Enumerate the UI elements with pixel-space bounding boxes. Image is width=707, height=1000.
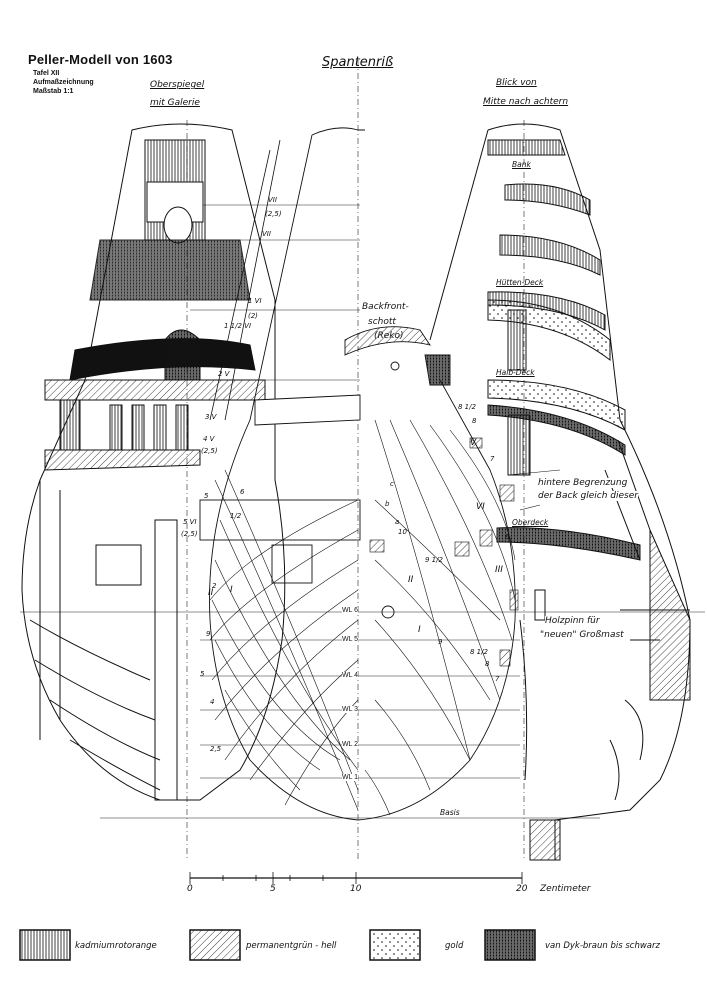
frame-mark: II [408, 575, 414, 585]
frame-mark: VII [262, 230, 271, 238]
scale-bar-graphic [189, 872, 523, 884]
frame-mark: 2,5 [210, 745, 222, 753]
center-lines [186, 60, 525, 860]
label-huetten-deck: Hütten-Deck [496, 278, 544, 287]
frame-mark: 1 1/2 VI [224, 322, 252, 330]
plate-number: Tafel XII [33, 70, 60, 77]
frame-mark: 2 V [218, 370, 230, 378]
frame-mark: 5 [204, 492, 209, 500]
waterline-label: WL 2 [342, 741, 359, 748]
legend-label: gold [445, 941, 464, 951]
section-view [429, 123, 691, 861]
annotation-begrenzung-2: der Back gleich dieser [538, 491, 638, 501]
scale-unit: Zentimeter [540, 884, 591, 894]
waterline-label: WL 6 [342, 607, 359, 614]
frame-mark: III [495, 565, 503, 575]
frame-mark: I [418, 625, 421, 635]
frame-mark: 5 [200, 670, 205, 678]
frame-mark: 7 [490, 455, 495, 463]
frame-mark: 1/2 [230, 512, 242, 520]
legend-label: van Dyk-braun bis schwarz [545, 941, 660, 951]
frame-mark: 7 [495, 675, 500, 683]
scale-tick-5: 5 [270, 884, 276, 894]
frame-mark: VII [268, 196, 277, 204]
frame-mark: (2,5) [265, 210, 282, 218]
frame-mark: 9 1/2 [425, 556, 443, 564]
frame-mark: (2,5) [181, 530, 198, 538]
label-oberdeck: Oberdeck [512, 518, 549, 527]
frame-mark: II [208, 588, 214, 598]
waterline-label: WL 1 [342, 774, 359, 781]
annotation-holzpinn-2: "neuen" Großmast [540, 630, 624, 640]
waterline-label: WL 3 [342, 706, 359, 713]
frame-mark: 1 VI [248, 297, 262, 305]
frame-mark: 5 VI [183, 518, 197, 526]
frame-mark: (2) [248, 312, 258, 320]
frame-mark: 3 V [205, 413, 217, 421]
waterline-label: WL 4 [342, 672, 359, 679]
frame-mark: 6 [505, 533, 510, 541]
stern-view [21, 123, 286, 801]
label-halb-deck: Halb-Deck [496, 368, 535, 377]
annotation-backfront-3: (Reko) [374, 331, 404, 341]
scale-tick-0: 0 [187, 884, 193, 894]
body-plan [199, 127, 519, 821]
frame-mark: 6 [240, 488, 245, 496]
label-bank: Bank [512, 160, 531, 169]
annotation-holzpinn-1: Holzpinn für [545, 616, 600, 626]
section-view-label-1: Blick von [496, 78, 537, 88]
frame-mark: V [470, 438, 477, 448]
drawing-type: Aufmaßzeichnung [33, 79, 94, 86]
waterline-label: WL 5 [342, 636, 359, 643]
frame-mark: b [385, 500, 390, 508]
frame-mark: 8 [472, 417, 477, 425]
legend-label: permanentgrün - hell [246, 941, 337, 951]
frame-mark: 2 [212, 582, 217, 590]
main-title: Spantenriß [322, 55, 394, 70]
frame-mark: 4 V [203, 435, 215, 443]
drawing-scale: Maßstab 1:1 [33, 88, 74, 95]
frame-mark: I [230, 585, 233, 595]
frame-mark: a [395, 518, 400, 526]
annotation-backfront-2: schott [368, 317, 396, 327]
frame-mark: 9 [438, 638, 443, 646]
legend-label: kadmiumrotorange [75, 941, 157, 951]
scale-tick-20: 20 [516, 884, 528, 894]
drawing-title: Peller-Modell von 1603 [28, 52, 173, 67]
scale-tick-10: 10 [350, 884, 362, 894]
stern-view-label-1: Oberspiegel [150, 80, 205, 90]
frame-mark: (2,5) [201, 447, 218, 455]
frame-mark: 9 [206, 630, 211, 638]
annotation-begrenzung-1: hintere Begrenzung [538, 478, 628, 488]
frame-mark: 8 1/2 [458, 403, 476, 411]
frame-mark: 4 [210, 698, 215, 706]
stern-view-label-2: mit Galerie [150, 98, 200, 108]
frame-mark: 8 1/2 [470, 648, 488, 656]
frame-mark: c [390, 480, 394, 488]
frame-mark: 8 [485, 660, 490, 668]
frame-mark: 10 [398, 528, 407, 536]
section-view-label-2: Mitte nach achtern [483, 97, 569, 107]
annotation-backfront-1: Backfront- [362, 302, 409, 312]
frame-mark: VI [476, 502, 485, 512]
label-basis: Basis [440, 808, 460, 817]
